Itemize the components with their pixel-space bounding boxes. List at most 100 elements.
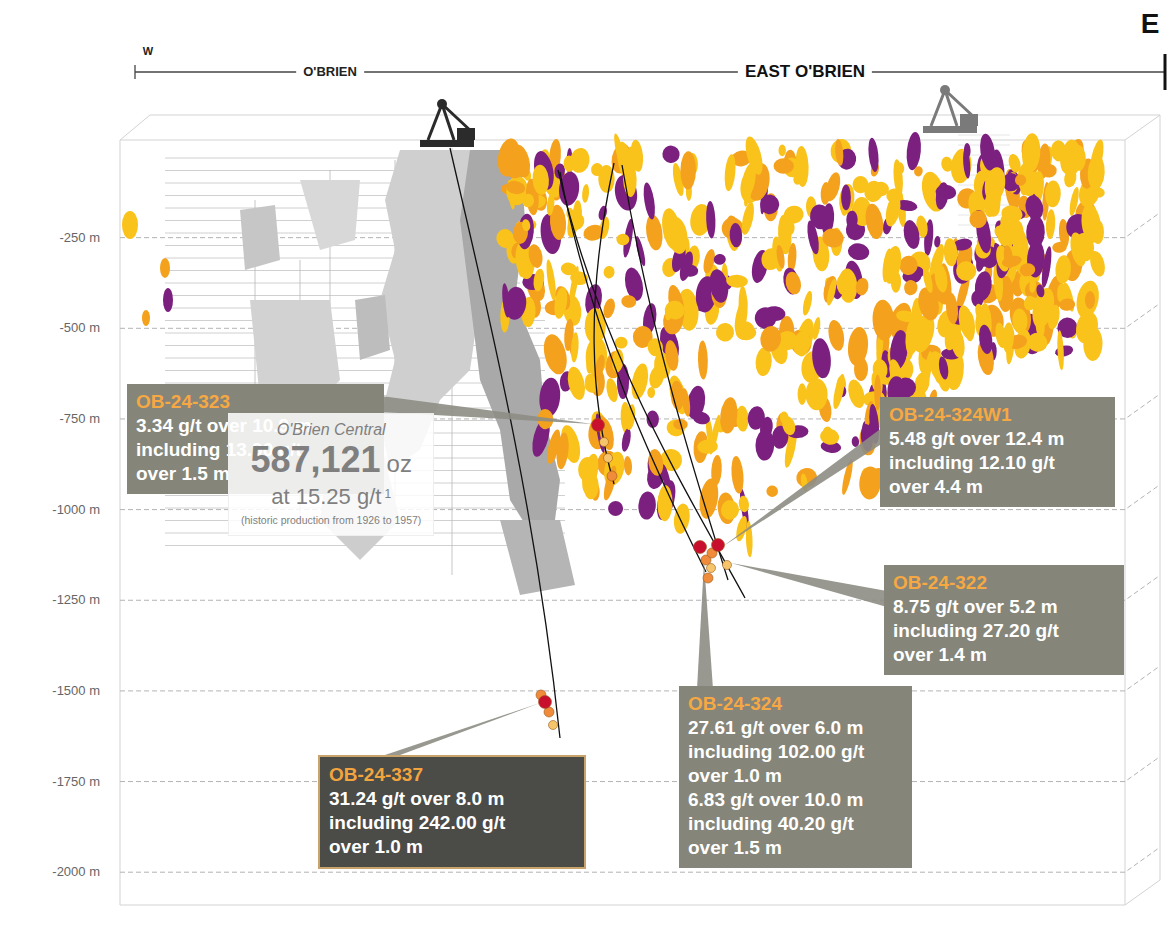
- ore-shape: [584, 308, 606, 344]
- ore-shape: [854, 277, 869, 297]
- ore-shape: [913, 166, 923, 178]
- ore-shape: [846, 210, 858, 229]
- ore-shape: [1085, 291, 1095, 309]
- production-box: O'Brien Central587,121ozat 15.25 g/t1(hi…: [228, 413, 434, 536]
- ore-shape: [801, 290, 814, 316]
- ore-shape: [739, 201, 756, 236]
- ore-shape: [901, 219, 922, 251]
- ore-shape: [841, 184, 851, 210]
- text-row: O'Brien Central: [241, 420, 421, 440]
- intercept-dots: [536, 419, 732, 730]
- ore-shape: [522, 194, 535, 208]
- highlight-callout: OB-24-33731.24 g/t over 8.0 m including …: [318, 755, 586, 869]
- ore-shape: [934, 236, 941, 248]
- text-row: 587,121oz: [241, 440, 421, 484]
- ore-shape: [738, 286, 748, 326]
- hoist-house: [457, 128, 475, 140]
- block-outline: [120, 115, 1160, 905]
- ore-shape: [883, 193, 903, 228]
- ore-shape: [836, 271, 857, 296]
- callout-text: at 15.25 g/t: [271, 484, 381, 510]
- ore-shape: [163, 288, 173, 312]
- text-row: at 15.25 g/t1: [241, 484, 421, 510]
- ore-shape: [647, 387, 655, 398]
- text-row: 31.24 g/t over 8.0 m including 242.00 g/…: [329, 787, 574, 859]
- ore-shape: [713, 253, 727, 266]
- ore-shape: [831, 373, 847, 410]
- intercept-dot: [592, 419, 605, 432]
- ore-shape: [943, 238, 959, 267]
- ore-shape: [1070, 145, 1086, 171]
- ore-shape: [1021, 133, 1042, 173]
- ore-shape: [597, 205, 608, 221]
- ore-shape: [1041, 163, 1057, 178]
- zone-scale: [135, 54, 1165, 90]
- ore-shape: [642, 182, 657, 220]
- ore-shape: [1029, 278, 1037, 293]
- direction-label: W: [143, 45, 153, 58]
- ore-shape: [670, 380, 685, 410]
- depth-label: -1750 m: [52, 774, 100, 790]
- depth-label: -2000 m: [52, 864, 100, 880]
- ore-shape: [1045, 180, 1061, 207]
- scale-tick: [134, 65, 135, 79]
- ore-shape: [982, 166, 1008, 204]
- ore-shape: [1068, 186, 1081, 216]
- callout-text: 587,121: [250, 440, 380, 480]
- ore-shape: [664, 306, 673, 320]
- depth-label: -750 m: [60, 411, 100, 427]
- ore-shape: [978, 133, 997, 172]
- ore-shape: [122, 211, 138, 239]
- ore-shape: [851, 436, 859, 447]
- ore-shape: [1040, 246, 1053, 288]
- east-headframe: [923, 85, 978, 133]
- depth-label: -1250 m: [52, 592, 100, 608]
- drill-hole-trace: [622, 165, 728, 580]
- ore-shape: [680, 151, 696, 190]
- ore-shape: [662, 145, 681, 164]
- ore-shape: [1030, 194, 1037, 229]
- ore-shape: [1092, 220, 1104, 244]
- stope-shape: [355, 295, 390, 360]
- depth-label: -1000 m: [52, 502, 100, 518]
- ore-shape: [1002, 322, 1014, 353]
- scale-end: [1164, 54, 1167, 90]
- text-row: 8.75 g/t over 5.2 m including 27.20 g/t …: [893, 595, 1114, 667]
- text-row: OB-24-323: [136, 390, 374, 414]
- ore-shape: [810, 337, 832, 379]
- ore-shape: [527, 243, 544, 269]
- intercept-dot: [723, 561, 732, 570]
- ore-shape: [898, 255, 919, 277]
- ore-shape: [826, 319, 846, 352]
- ore-shape: [903, 279, 919, 296]
- ore-shape: [730, 456, 745, 495]
- depth-label: -1500 m: [52, 683, 100, 699]
- hoist-house: [960, 114, 978, 126]
- ore-shape: [867, 137, 880, 172]
- hole-id: OB-24-323: [136, 390, 230, 414]
- ore-shape: [834, 139, 844, 167]
- text-row: OB-24-324: [688, 692, 902, 716]
- ore-shape: [705, 201, 716, 239]
- assay-callout: OB-24-324W15.48 g/t over 12.4 m includin…: [880, 397, 1115, 507]
- ore-shape: [1063, 168, 1078, 189]
- ore-shape: [644, 214, 665, 252]
- headframe-wheel: [437, 99, 447, 109]
- ore-shape: [881, 245, 903, 286]
- ore-shape: [691, 410, 711, 426]
- ore-shape: [729, 223, 742, 248]
- ore-shape: [845, 378, 867, 410]
- ore-shape: [540, 332, 571, 377]
- ore-shape: [736, 325, 757, 341]
- ore-shape: [608, 501, 624, 517]
- intercept-dot: [712, 539, 725, 552]
- ore-shape: [1000, 203, 1025, 224]
- depth-lines: [120, 213, 1160, 873]
- ore-shape: [940, 156, 954, 173]
- ore-shape: [720, 499, 740, 520]
- intercept-dot: [539, 696, 552, 709]
- leader-wedge: [376, 703, 540, 758]
- ore-shape: [1046, 304, 1061, 331]
- block-top: [120, 115, 1160, 140]
